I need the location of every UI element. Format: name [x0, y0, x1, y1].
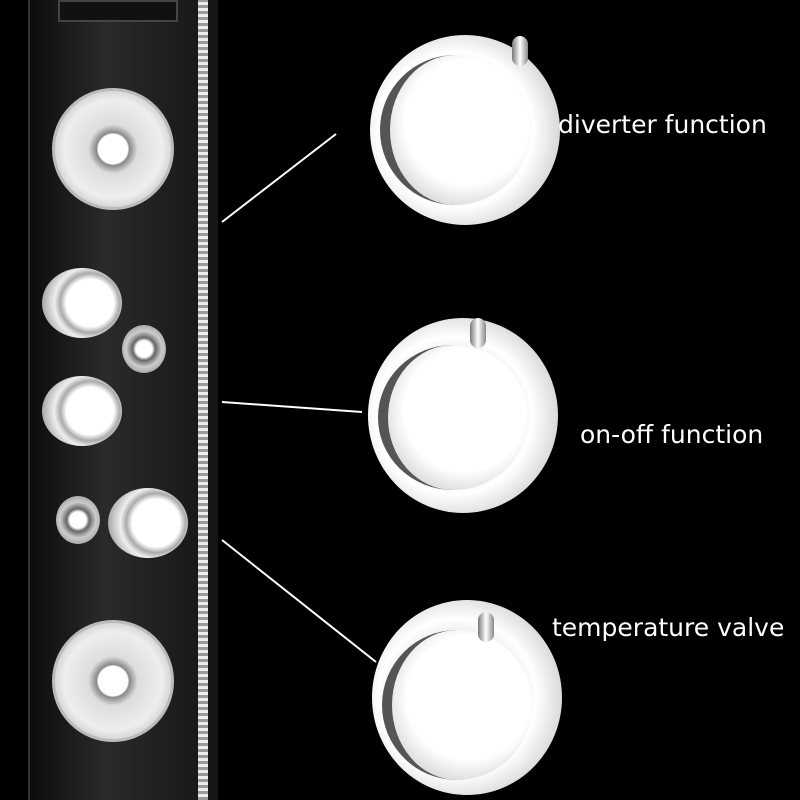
body-jet	[122, 325, 166, 373]
onoff-knob-small	[42, 376, 122, 446]
temperature-knob-small	[108, 488, 188, 558]
callout-line-temperature	[221, 539, 377, 663]
body-jet	[56, 496, 100, 544]
label-temperature-valve: temperature valve	[552, 613, 785, 642]
shower-hose	[198, 0, 208, 800]
label-diverter-function: diverter function	[558, 110, 767, 139]
label-onoff-function: on-off function	[580, 420, 764, 449]
bottom-shower-head	[52, 620, 174, 742]
diverter-knob-small	[42, 268, 122, 338]
temperature-valve-pin	[478, 612, 494, 642]
diverter-valve-handle	[380, 55, 530, 205]
temperature-valve-handle	[382, 630, 532, 780]
callout-line-diverter	[221, 133, 337, 223]
callout-line-onoff	[221, 401, 363, 413]
onoff-valve-pin	[470, 318, 486, 348]
led-display	[58, 0, 178, 22]
onoff-valve-handle	[378, 345, 528, 490]
top-shower-head	[52, 88, 174, 210]
diverter-valve-pin	[512, 36, 528, 66]
